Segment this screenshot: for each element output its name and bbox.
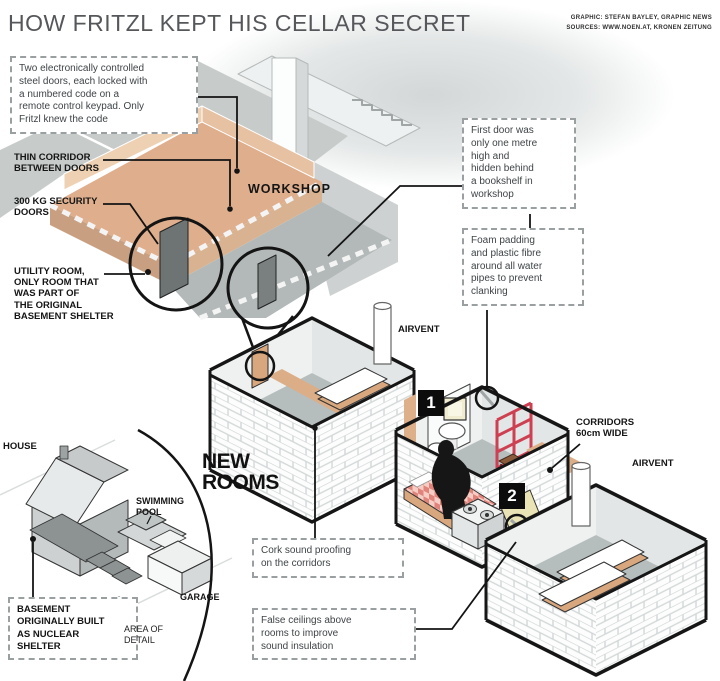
- note-foam-padding: Foam padding and plastic fibre around al…: [462, 228, 584, 306]
- detail-arc: [137, 428, 213, 681]
- label-area-of-detail: AREA OF DETAIL: [124, 624, 164, 645]
- page-title: HOW FRITZL KEPT HIS CELLAR SECRET: [8, 10, 471, 36]
- security-door-2: [257, 254, 277, 310]
- brick-wall: [596, 544, 706, 675]
- brick-wall: [486, 544, 596, 675]
- ceiling-slab: [0, 58, 348, 218]
- garage-shape: [147, 540, 213, 596]
- bed-a: [314, 367, 388, 405]
- label-airvent-right: AIRVENT: [632, 458, 674, 469]
- label-swimming-pool: SWIMMING POOL: [136, 496, 184, 517]
- label-garage: GARAGE: [180, 592, 220, 602]
- room-a: [208, 301, 416, 524]
- label-airvent-left: AIRVENT: [398, 324, 440, 335]
- label-new-rooms: NEW ROOMS: [202, 450, 279, 494]
- stairs-zigzag: [352, 99, 412, 126]
- bed-c2: [538, 561, 631, 613]
- airvent-pipe-left: [373, 301, 392, 365]
- room-b: [394, 383, 586, 569]
- brick-wall: [210, 375, 312, 522]
- stove: [451, 498, 505, 550]
- sink: [438, 422, 466, 440]
- note-false-ceilings: False ceilings above rooms to improve so…: [252, 608, 416, 661]
- crenellated-wall-edge: [48, 179, 324, 268]
- airvent-pipe-right: [571, 461, 591, 527]
- swimming-pool-shape: [117, 509, 187, 551]
- magnifier-circle-door2: [226, 246, 310, 330]
- room-c: [484, 461, 708, 677]
- label-workshop: WORKSHOP: [248, 182, 331, 196]
- new-rooms-illustration: [208, 301, 708, 677]
- cellar-floor-band: [170, 202, 392, 318]
- label-thin-corridor: THIN CORRIDOR BETWEEN DOORS: [14, 152, 99, 175]
- magnifier-circle-corridor: [244, 350, 276, 382]
- security-door-1: [159, 217, 189, 299]
- label-security-doors: 300 KG SECURITY DOORS: [14, 196, 98, 219]
- corridor-door: [251, 343, 269, 389]
- inset-site-plan: [0, 428, 233, 681]
- credits: GRAPHIC: STEFAN BAYLEY, GRAPHIC NEWS SOU…: [566, 14, 712, 33]
- badge-room-1: 1: [418, 390, 444, 416]
- utility-room-floor: [50, 122, 322, 265]
- badge-room-2: 2: [499, 483, 525, 509]
- magnifier-circle-door1: [128, 216, 224, 312]
- basement-footprint: [29, 513, 143, 585]
- note-first-door: First door was only one metre high and h…: [462, 118, 576, 209]
- water-pipe: [478, 389, 496, 407]
- label-corridors: CORRIDORS 60cm WIDE: [576, 417, 635, 440]
- note-cork: Cork sound proofing on the corridors: [252, 538, 404, 578]
- person-silhouette: [431, 440, 471, 519]
- brick-wall: [312, 375, 414, 522]
- credit-line-1: GRAPHIC: STEFAN BAYLEY, GRAPHIC NEWS: [570, 15, 712, 21]
- note-steel-doors: Two electronically controlled steel door…: [10, 56, 198, 134]
- magnifier-circle-pipe1: [474, 385, 500, 411]
- note-basement-shelter: BASEMENT ORIGINALLY BUILT AS NUCLEAR SHE…: [8, 597, 138, 661]
- label-house: HOUSE: [3, 441, 37, 452]
- label-utility-room: UTILITY ROOM, ONLY ROOM THAT WAS PART OF…: [14, 266, 114, 322]
- credit-line-2: SOURCES: WWW.NOEN.AT, KRONEN ZEITUNG: [566, 24, 712, 31]
